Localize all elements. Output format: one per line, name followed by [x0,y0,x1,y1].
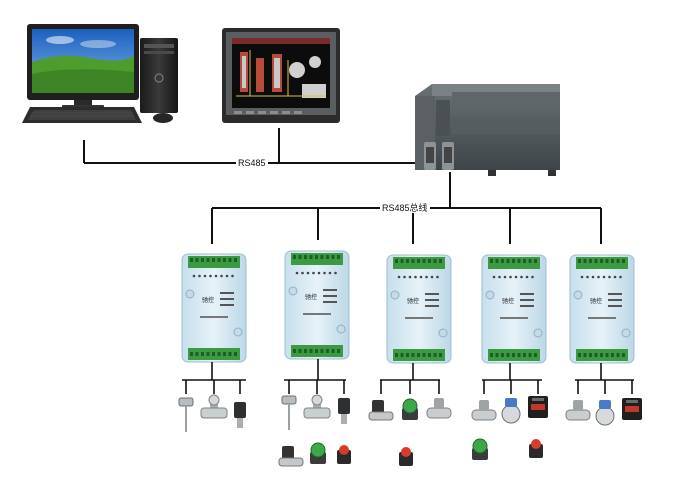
solenoid-valve-icon [368,400,394,421]
module-brand-label: 驰控 [407,297,419,305]
module-brand-label: 驰控 [305,293,317,301]
butterfly-valve-icon [501,398,521,424]
module-brand-label: 驰控 [202,296,214,304]
desktop-computer-icon [22,24,178,123]
io-module-icon: 驰控 [386,254,452,364]
contactor-icon [622,398,642,420]
device-wiring [182,362,246,394]
rs485-bus-label: RS485总线 [380,203,430,213]
pressure-transmitter-icon [234,402,246,428]
device-wiring [284,359,346,394]
temperature-sensor-icon [178,397,194,432]
ball-valve-icon [426,398,452,419]
plc-controller-icon [415,84,560,176]
solenoid-valve-icon [278,446,304,467]
contactor-icon [528,396,548,418]
io-module-icon: 驰控 [284,250,350,360]
io-modules: 驰控驰控驰控驰控驰控 [181,250,635,364]
selector-switch-icon [529,439,543,458]
rs485-label: RS485 [236,158,268,168]
module-brand-label: 驰控 [590,297,602,305]
push-button-icon [472,438,488,460]
device-wiring [380,363,440,394]
device-wiring [575,363,634,394]
pressure-transmitter-icon [338,398,350,424]
module-brand-label: 驰控 [502,297,514,305]
io-module-icon: 驰控 [181,253,247,363]
selector-switch-icon [399,447,413,466]
flow-meter-icon [200,394,228,419]
push-button-icon [310,442,326,464]
ball-valve-icon [565,400,591,421]
selector-switch-icon [337,445,351,464]
flow-meter-icon [303,394,331,419]
field-devices [178,359,642,467]
ball-valve-icon [471,400,497,421]
io-module-icon: 驰控 [569,254,635,364]
hmi-touch-panel-icon [222,28,340,123]
io-module-icon: 驰控 [481,254,547,364]
butterfly-valve-icon [595,400,615,426]
device-wiring [482,363,542,394]
push-button-icon [402,398,418,420]
temperature-sensor-icon [281,395,297,430]
